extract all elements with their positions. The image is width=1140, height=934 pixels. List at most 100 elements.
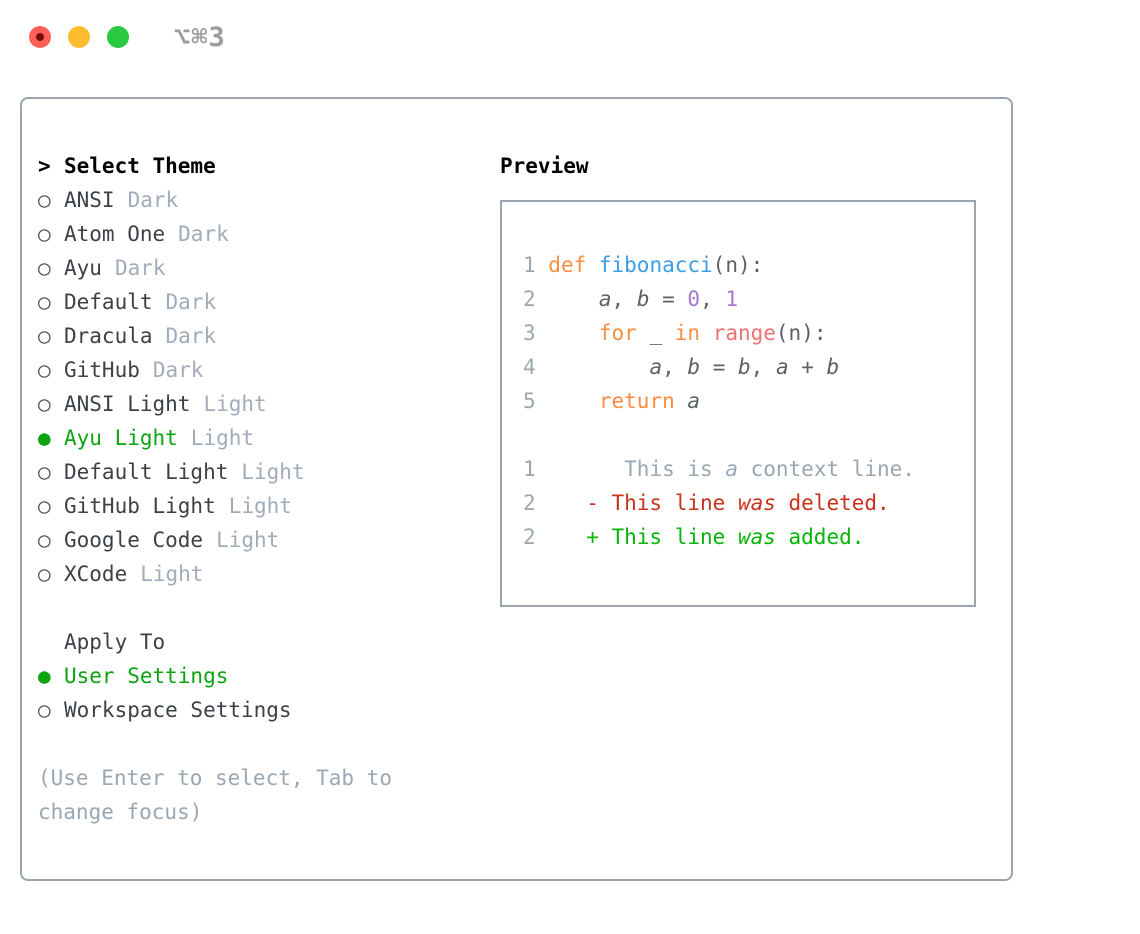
option-label: GitHub — [64, 358, 140, 382]
theme-variant-label: Dark — [114, 256, 166, 280]
theme-variant-label: Light — [140, 562, 204, 586]
code-token: 0 — [687, 287, 701, 311]
select-theme-title: Select Theme — [64, 154, 216, 178]
apply-to-option[interactable]: ● User Settings — [38, 659, 500, 693]
theme-option[interactable]: ○ Ayu Dark — [38, 251, 500, 285]
preview-title: Preview — [500, 154, 589, 178]
code-token: This is — [624, 457, 726, 481]
radio-selected-icon[interactable]: ● — [38, 426, 51, 450]
radio-unselected-icon[interactable]: ○ — [38, 358, 51, 382]
spacer — [38, 727, 500, 761]
keyboard-hint: (Use Enter to select, Tab to change focu… — [38, 766, 393, 824]
radio-unselected-icon[interactable]: ○ — [38, 528, 51, 552]
radio-unselected-icon[interactable]: ○ — [38, 460, 51, 484]
code-token: b — [636, 287, 650, 311]
radio-unselected-icon[interactable]: ○ — [38, 188, 51, 212]
code-token: b — [826, 355, 840, 379]
option-label: XCode — [64, 562, 128, 586]
code-token: 2 — [523, 491, 587, 515]
code-token: 1 — [523, 457, 625, 481]
theme-option[interactable]: ○ Default Dark — [38, 285, 500, 319]
code-token: - This line — [586, 491, 738, 515]
code-token: b — [687, 355, 701, 379]
radio-unselected-icon[interactable]: ○ — [38, 324, 51, 348]
radio-unselected-icon[interactable]: ○ — [38, 392, 51, 416]
radio-unselected-icon[interactable]: ○ — [38, 290, 51, 314]
option-label: Atom One — [64, 222, 166, 246]
code-token: range — [712, 321, 776, 345]
apply-to-option[interactable]: ○Workspace Settings — [38, 693, 500, 727]
code-token: deleted. — [775, 491, 890, 515]
code-token: fibonacci — [598, 253, 713, 277]
code-token — [548, 287, 599, 311]
theme-option[interactable]: ○ XCode Light — [38, 557, 500, 591]
radio-unselected-icon[interactable]: ○ — [38, 494, 51, 518]
code-token: + — [788, 355, 827, 379]
option-label: User Settings — [64, 664, 229, 688]
code-token: , — [611, 287, 637, 311]
code-token: was — [737, 525, 776, 549]
radio-unselected-icon[interactable]: ○ — [38, 256, 51, 280]
radio-unselected-icon[interactable]: ○ — [38, 222, 51, 246]
option-label: ANSI — [64, 188, 115, 212]
radio-unselected-icon[interactable]: ○ — [38, 562, 51, 586]
code-token: a — [687, 389, 701, 413]
theme-variant-label: Dark — [127, 188, 179, 212]
option-label: Default — [64, 290, 153, 314]
radio-unselected-icon[interactable]: ○ — [38, 698, 51, 722]
code-token: b — [738, 355, 751, 379]
theme-variant-label: Dark — [165, 324, 217, 348]
apply-to-header: Apply To — [38, 625, 500, 659]
window-shortcut-label: ⌥⌘3 — [174, 21, 226, 53]
theme-option[interactable]: ○ Atom One Dark — [38, 217, 500, 251]
code-token: a — [598, 287, 612, 311]
option-label: Ayu Light — [64, 426, 178, 450]
code-token: a — [649, 355, 663, 379]
preview-code-line: 2 + This line was added. — [523, 520, 974, 554]
zoom-button[interactable] — [107, 26, 129, 48]
option-label: Ayu — [64, 256, 102, 280]
preview-code-line: 1 def fibonacci(n): — [523, 248, 974, 282]
code-token: a — [775, 355, 789, 379]
code-token: 1 — [725, 287, 739, 311]
apply-to-list: ● User Settings ○Workspace Settings — [38, 659, 500, 727]
close-button[interactable] — [29, 26, 51, 48]
code-token: 1 — [523, 253, 549, 277]
theme-variant-label: Light — [228, 494, 292, 518]
code-token: in — [674, 321, 713, 345]
code-token: 5 — [523, 389, 549, 413]
code-token — [548, 355, 649, 379]
code-token: _ — [649, 321, 675, 345]
theme-option[interactable]: ○ Dracula Dark — [38, 319, 500, 353]
code-token: 3 — [523, 321, 549, 345]
radio-selected-icon[interactable]: ● — [38, 664, 51, 688]
code-token: def — [548, 253, 599, 277]
code-token: return — [598, 389, 688, 413]
option-label: Dracula — [64, 324, 153, 348]
code-token: added. — [775, 525, 865, 549]
code-token: was — [737, 491, 776, 515]
minimize-button[interactable] — [68, 26, 90, 48]
theme-variant-label: Light — [241, 460, 305, 484]
theme-option[interactable]: ○ ANSI Dark — [38, 183, 500, 217]
theme-variant-label: Light — [203, 392, 267, 416]
theme-option[interactable]: ○ ANSI Light Light — [38, 387, 500, 421]
option-label: ANSI Light — [64, 392, 191, 416]
code-token — [548, 389, 599, 413]
code-token: 2 — [523, 287, 549, 311]
code-token: (n): — [712, 253, 764, 277]
prompt-icon: > — [38, 154, 51, 178]
theme-variant-label: Dark — [178, 222, 229, 246]
select-theme-header: > Select Theme — [38, 149, 500, 183]
code-token: , — [662, 355, 688, 379]
code-token: (n): — [775, 321, 827, 345]
theme-variant-label: Dark — [165, 290, 217, 314]
